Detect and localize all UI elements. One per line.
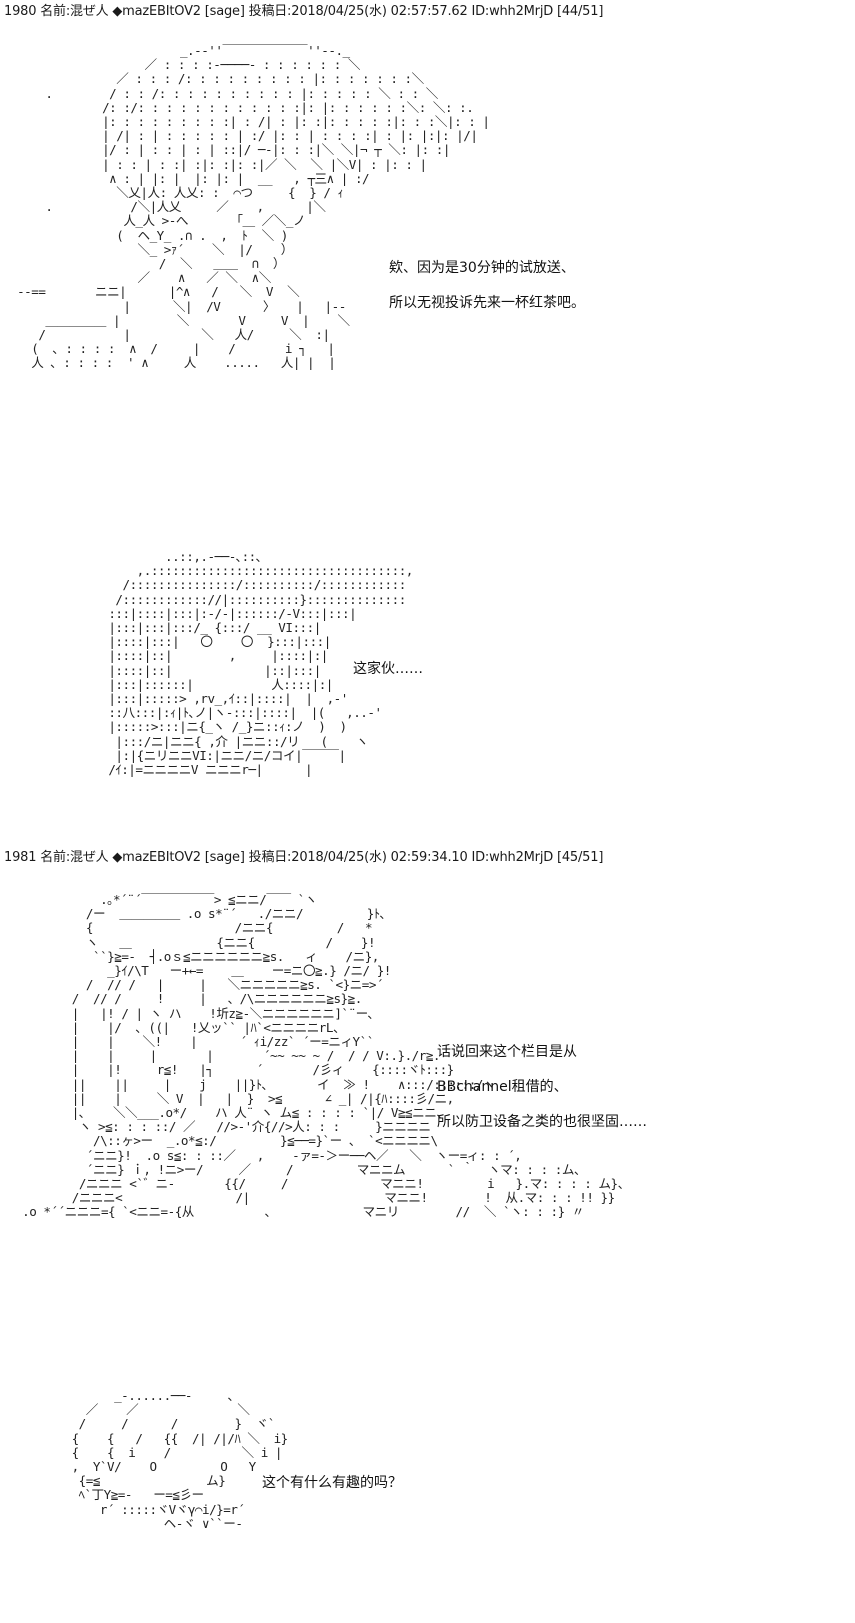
post-date: 2018/04/25(水) 02:59:34.10 [291,850,468,865]
dialogue-1980-b: 这家伙…… [353,659,423,694]
post-number[interactable]: 1980 [4,4,37,19]
ascii-art-character-tea: _.-‐''￣￣￣￣￣￣￣''‐-._ ／ : : : :-────- : : … [17,43,490,371]
dialogue-1980-a: 欸、因为是30分钟的试放送、 所以无视投诉先来一杯红茶吧。 [389,258,585,328]
post-counter: [45/51] [556,850,604,865]
dialogue-line: 话说回来这个栏目是从 [437,1044,577,1060]
ascii-art-character-small: _-......──- 、 ／ ／ ＼ / / / } ヾ` { { / {{ … [71,1388,289,1531]
mail-field: [sage] [204,4,245,19]
post-counter: [44/51] [556,4,604,19]
dialogue-1981-a: 话说回来这个栏目是从 BBchannel租借的、 所以防卫设备之类的也很坚固…… [437,1042,647,1147]
poster-name: 混ぜ人 [70,850,109,865]
date-label: 投稿日: [248,850,292,865]
dialogue-line: 这个有什么有趣的吗？ [262,1475,402,1491]
ascii-art-character-mansion: .｡*´¨´￣￣￣￣￣￣> ≦ニニ/￣￣ `ヽ /ー ＿＿＿＿＿ .o s*¨´… [22,892,630,1220]
mail-field: [sage] [204,850,245,865]
dialogue-line: 所以无视投诉先来一杯红茶吧。 [389,295,585,311]
poster-trip: ◆mazEBItOV2 [112,4,201,19]
poster-id[interactable]: ID:whh2MrjD [471,4,554,19]
post-header-1981: 1981 名前:混ぜ人 ◆mazEBItOV2 [sage] 投稿日:2018/… [4,850,603,866]
date-label: 投稿日: [248,4,292,19]
name-label: 名前: [40,4,71,19]
name-label: 名前: [40,850,71,865]
dialogue-1981-b: 这个有什么有趣的吗？ [262,1473,402,1508]
poster-trip: ◆mazEBItOV2 [112,850,201,865]
dialogue-line: BBchannel租借的、 [437,1079,568,1095]
dialogue-line: 欸、因为是30分钟的试放送、 [389,260,575,276]
dialogue-line: 所以防卫设备之类的也很坚固…… [437,1114,647,1130]
post-date: 2018/04/25(水) 02:57:57.62 [291,4,468,19]
poster-name: 混ぜ人 [70,4,109,19]
post-number[interactable]: 1981 [4,850,37,865]
poster-id[interactable]: ID:whh2MrjD [471,850,554,865]
post-header-1980: 1980 名前:混ぜ人 ◆mazEBItOV2 [sage] 投稿日:2018/… [4,4,603,20]
dialogue-line: 这家伙…… [353,661,423,677]
ascii-art-character-girl: ..::,.-──-､::､ ,.:::::::::::::::::::::::… [108,549,413,778]
